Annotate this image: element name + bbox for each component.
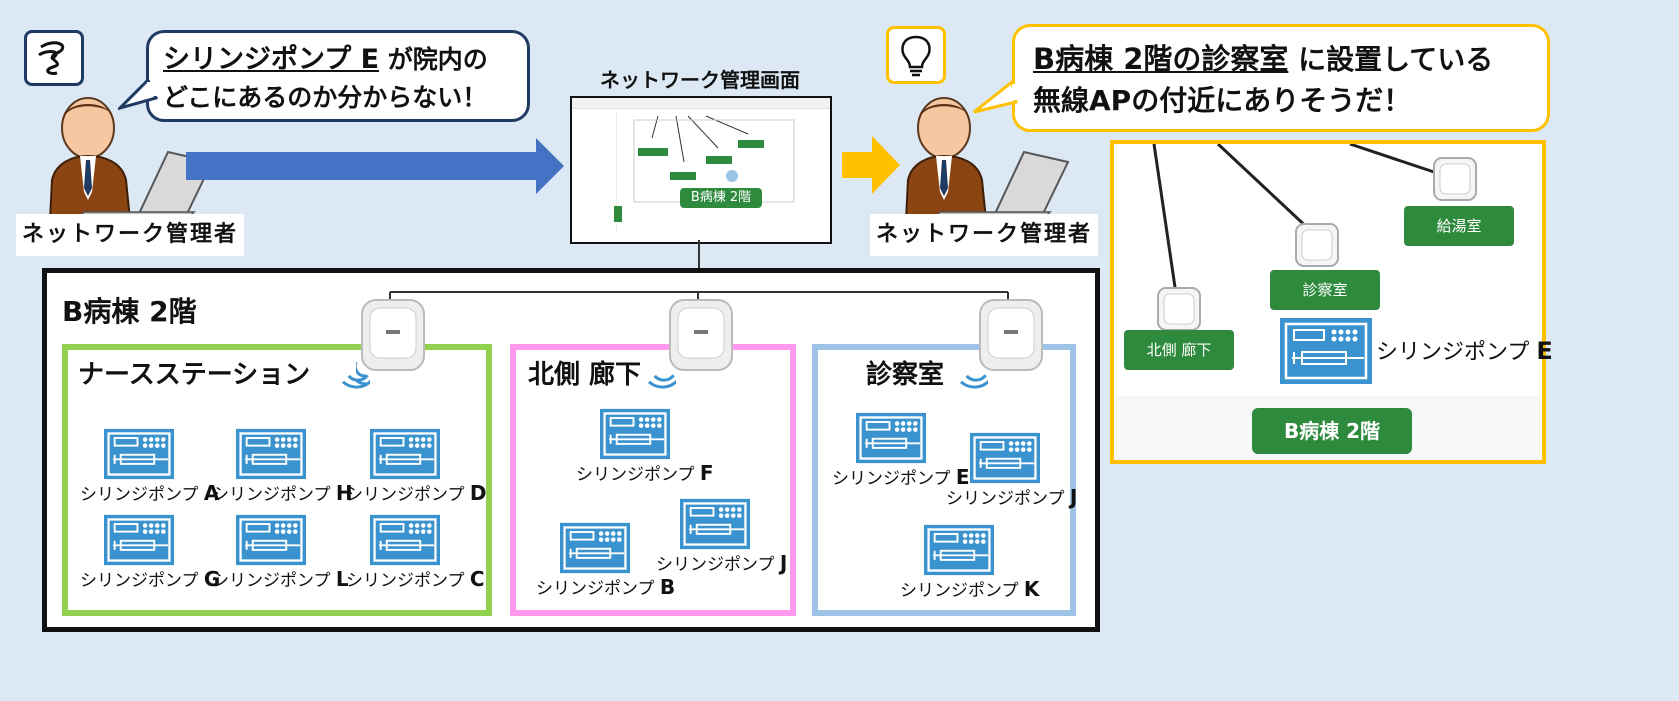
device-label: シリンジポンプ [536, 579, 655, 599]
zoom-floor-label: B病棟 2階 [1252, 408, 1412, 454]
syringe-pump-device: シリンジポンプ G [80, 514, 220, 591]
room-nurse-station [62, 344, 492, 616]
device-letter: L [335, 567, 349, 591]
zoom-device [1260, 310, 1420, 384]
screen-floor-label: B病棟 2階 [680, 188, 762, 208]
yellow-arrow [842, 136, 900, 194]
left-bubble-rest: が院内の [379, 45, 488, 74]
tangled-thought-icon [38, 41, 65, 75]
syringe-pump-icon [370, 514, 440, 566]
syringe-pump-icon [856, 412, 926, 464]
device-letter: J [779, 551, 788, 575]
left-thought-bubble [24, 30, 84, 86]
screen-title: ネットワーク管理画面 [600, 68, 800, 92]
syringe-pump-device: シリンジポンプ J [946, 432, 1077, 509]
access-point-icon [347, 299, 425, 386]
blue-arrow [186, 138, 564, 194]
zoom-device-label: シリンジポンプ E [1376, 334, 1553, 366]
syringe-pump-icon [970, 432, 1040, 484]
device-letter: G [203, 567, 221, 591]
syringe-pump-device: シリンジポンプ D [346, 428, 487, 505]
device-letter: C [469, 567, 485, 591]
zoom-device-name: シリンジポンプ [1376, 340, 1530, 365]
wifi-signal-icon [647, 374, 676, 389]
left-speech-bubble: シリンジポンプ E が院内の どこにあるのか分からない！ [146, 30, 530, 122]
syringe-pump-device: シリンジポンプ H [212, 428, 353, 505]
zoom-panel: 北側 廊下 診察室 給湯室 シリンジポンプ E B病棟 2階 [1110, 140, 1553, 464]
device-letter: F [699, 461, 714, 485]
syringe-pump-icon [600, 408, 670, 460]
syringe-pump-device: シリンジポンプ C [346, 514, 485, 591]
device-label: シリンジポンプ [346, 571, 465, 591]
device-label: シリンジポンプ [80, 485, 199, 505]
syringe-pump-device: シリンジポンプ K [900, 524, 1039, 601]
syringe-pump-icon [370, 428, 440, 480]
zoom-node-kitchen: 給湯室 [1404, 206, 1514, 246]
right-admin-label: ネットワーク管理者 [870, 214, 1098, 256]
syringe-pump-device: シリンジポンプ F [576, 408, 714, 485]
left-admin-label: ネットワーク管理者 [16, 214, 244, 256]
device-letter: K [1023, 577, 1040, 601]
device-letter: A [203, 481, 220, 505]
zoom-device-letter: E [1536, 337, 1553, 365]
right-speech-bubble: B病棟 2階の診察室 に設置している 無線APの付近にありそうだ！ [1012, 24, 1550, 132]
room-north-corridor-title: 北側 廊下 [528, 360, 642, 390]
access-point-nurse [347, 296, 430, 390]
floor-title: B病棟 2階 [62, 295, 197, 328]
syringe-pump-icon [1280, 318, 1372, 384]
right-thought-bubble [886, 26, 946, 84]
access-point-exam [974, 296, 1048, 390]
room-nurse-station-title: ナースステーション [78, 360, 311, 390]
right-admin-illustration [904, 97, 1070, 222]
zoom-node-exam: 診察室 [1270, 270, 1380, 310]
room-north-corridor [510, 344, 796, 616]
device-label: シリンジポンプ [900, 581, 1019, 601]
device-label: シリンジポンプ [576, 465, 695, 485]
device-label: シリンジポンプ [656, 555, 775, 575]
device-label: シリンジポンプ [80, 571, 199, 591]
device-label: シリンジポンプ [212, 485, 331, 505]
device-letter: E [955, 465, 970, 489]
access-point-icon [979, 299, 1043, 371]
network-screen: B病棟 2階 [570, 96, 832, 244]
syringe-pump-device: シリンジポンプ J [656, 498, 787, 575]
zoom-node-corridor: 北側 廊下 [1124, 330, 1234, 370]
device-letter: H [335, 481, 353, 505]
syringe-pump-device: シリンジポンプ L [212, 514, 349, 591]
access-point-icon [669, 299, 733, 371]
syringe-pump-icon [680, 498, 750, 550]
device-label: シリンジポンプ [346, 485, 465, 505]
room-exam-title: 診察室 [866, 360, 945, 390]
wifi-signal-icon [959, 374, 988, 389]
device-letter: D [469, 481, 487, 505]
right-bubble-rest: に設置している [1288, 43, 1494, 76]
syringe-pump-device: シリンジポンプ A [80, 428, 219, 505]
syringe-pump-icon [560, 522, 630, 574]
device-label: シリンジポンプ [946, 489, 1065, 509]
syringe-pump-icon [236, 428, 306, 480]
right-bubble-highlight: B病棟 2階の診察室 [1033, 42, 1289, 76]
syringe-pump-icon [104, 428, 174, 480]
left-bubble-line2: どこにあるのか分からない！ [163, 83, 488, 112]
syringe-pump-icon [236, 514, 306, 566]
device-letter: J [1069, 485, 1078, 509]
access-point-corridor [664, 296, 738, 390]
device-label: シリンジポンプ [832, 469, 951, 489]
right-bubble-tail [973, 80, 1018, 114]
left-bubble-highlight: シリンジポンプ E [163, 44, 380, 75]
device-letter: B [659, 575, 676, 599]
lightbulb-icon [901, 35, 931, 77]
syringe-pump-icon [924, 524, 994, 576]
screen-connector [698, 240, 700, 292]
syringe-pump-icon [104, 514, 174, 566]
left-bubble-tail [118, 80, 158, 110]
right-bubble-line2: 無線APの付近にありそうだ！ [1033, 84, 1412, 117]
syringe-pump-device: シリンジポンプ E [832, 412, 970, 489]
device-label: シリンジポンプ [212, 571, 331, 591]
syringe-pump-device: シリンジポンプ B [536, 522, 675, 599]
wifi-signal-icon [341, 374, 370, 389]
